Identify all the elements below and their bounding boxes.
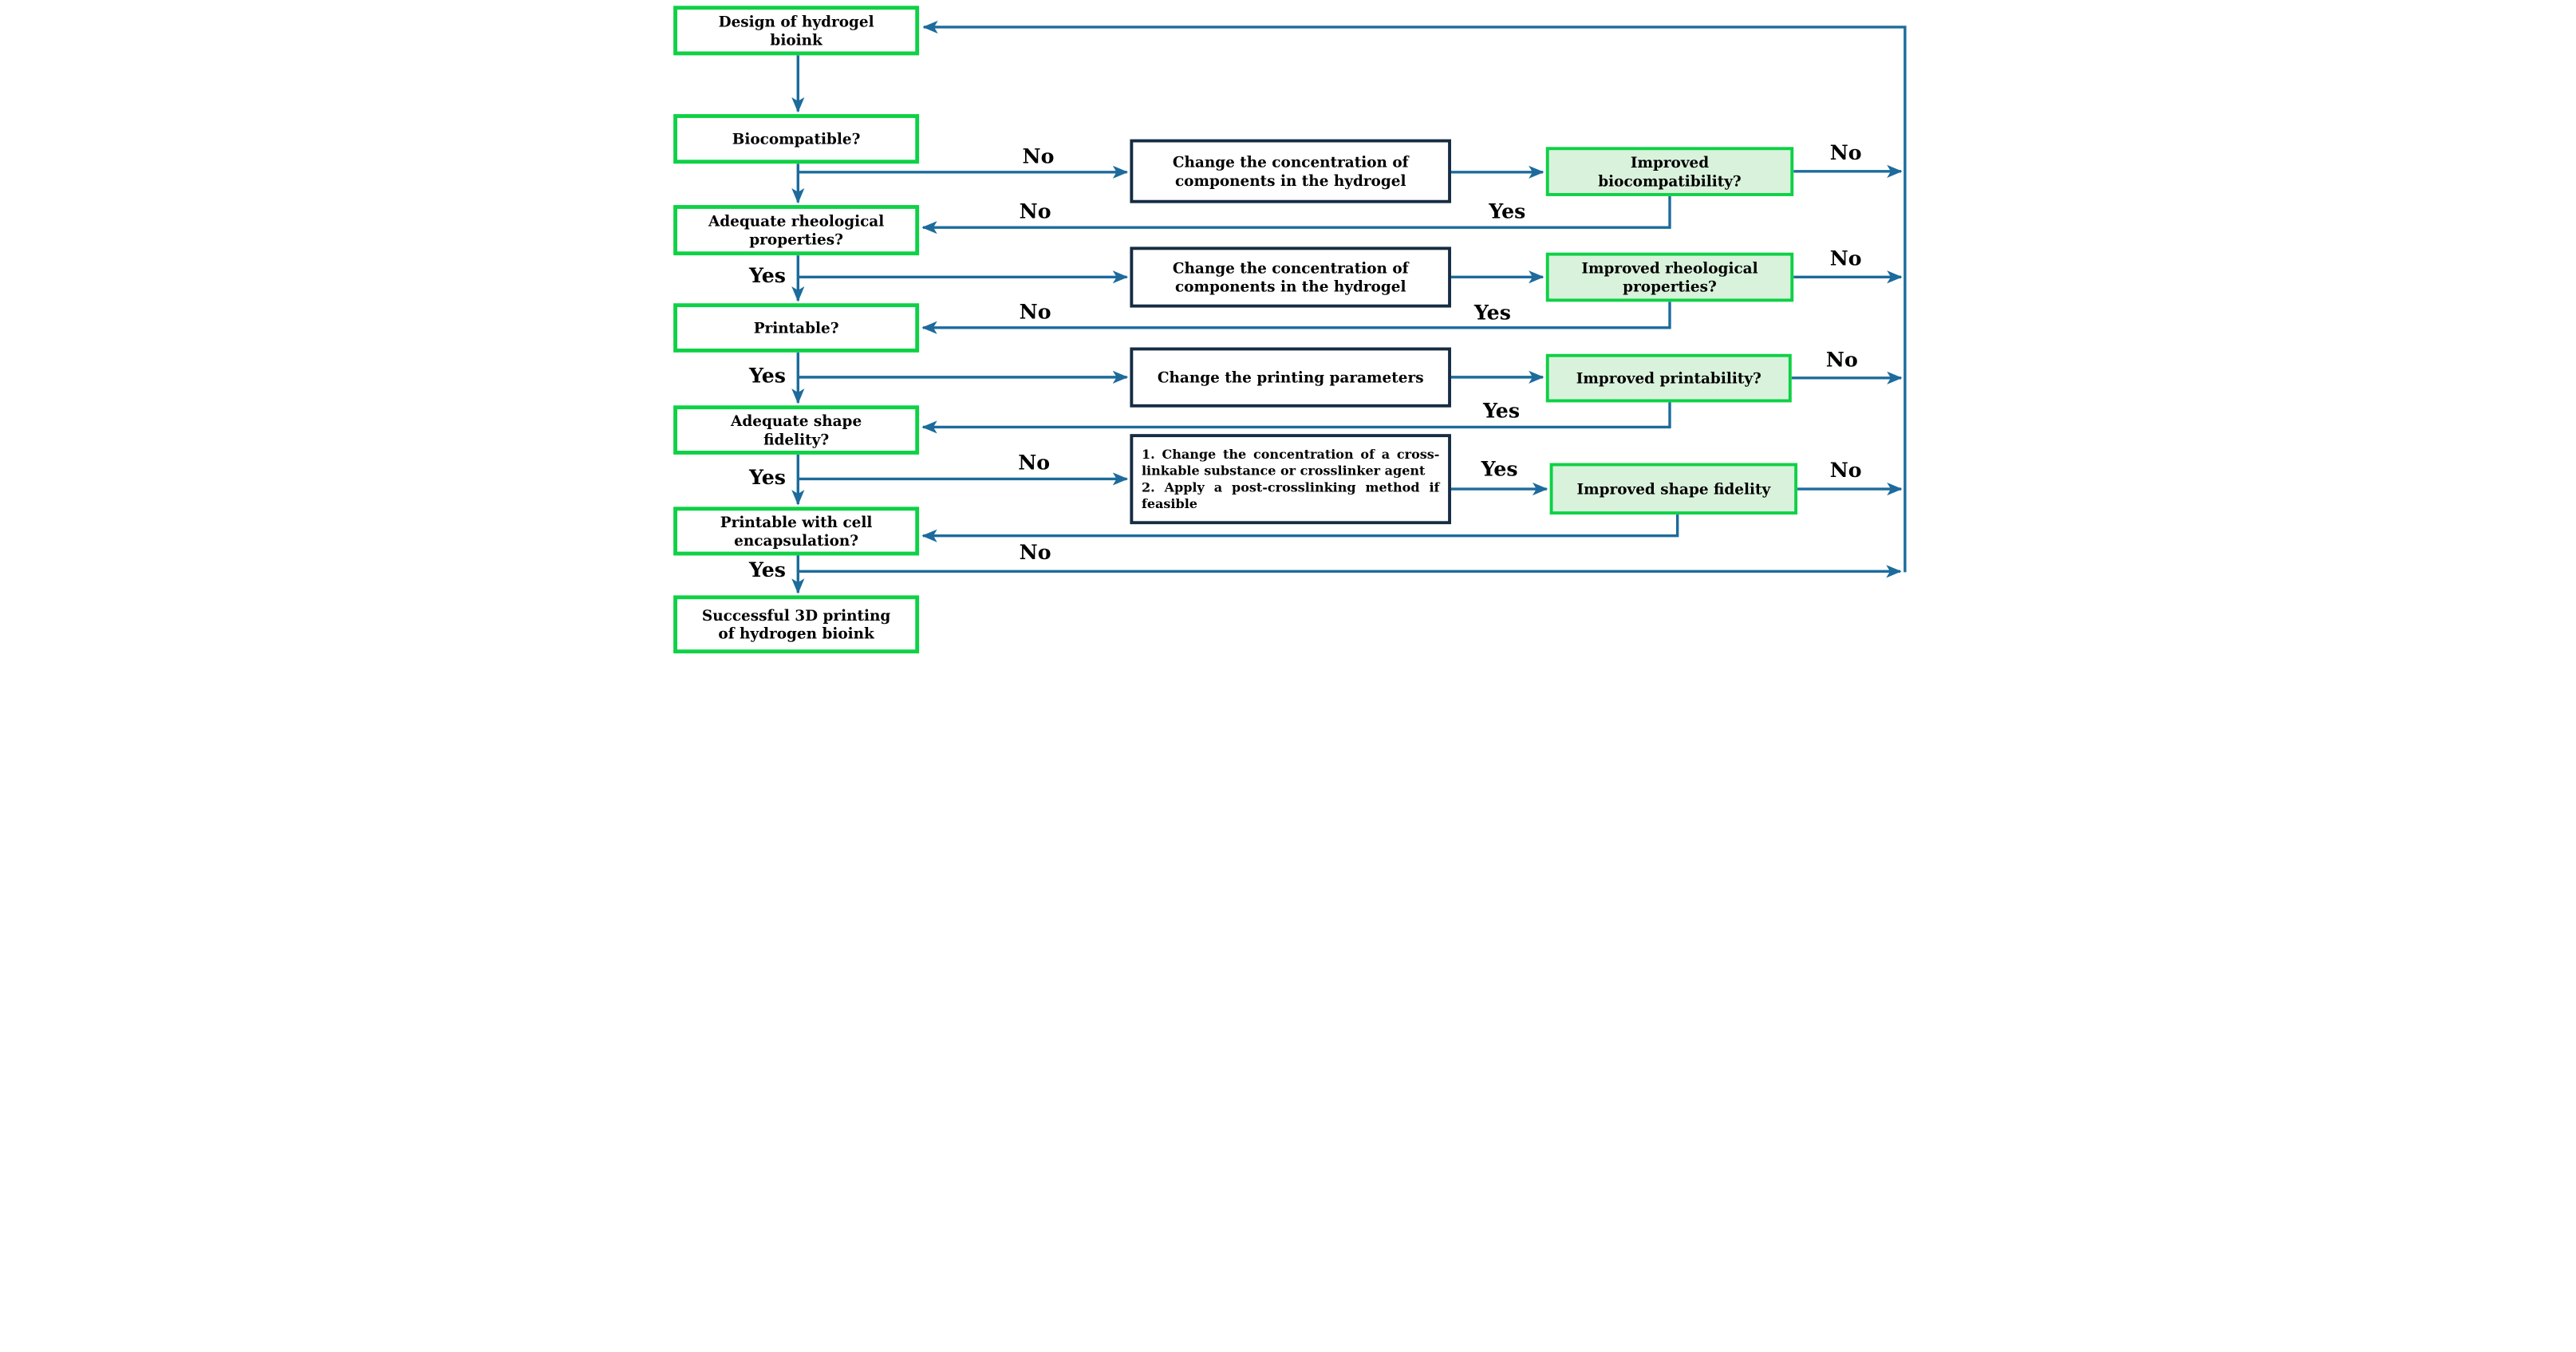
- node-change-concentration-2: Change the concentration of components i…: [1129, 246, 1451, 308]
- label-printable-yes: Yes: [748, 364, 786, 388]
- label-return-rheological-no: No: [1019, 199, 1051, 223]
- node-change-printing-parameters: Change the printing parameters: [1129, 347, 1451, 408]
- label-improved-printability-no: No: [1825, 348, 1858, 372]
- label-improved-shape-fidelity-no: No: [1829, 458, 1862, 483]
- node-biocompatible: Biocompatible?: [673, 114, 919, 164]
- node-improved-biocompatibility: Improved biocompatibility?: [1545, 147, 1793, 196]
- edge-feedback-loop-to-start: [921, 20, 1907, 573]
- label-improved-biocompatibility-yes: Yes: [1488, 199, 1525, 223]
- flowchart-stage: Design of hydrogel bioink Biocompatible?…: [664, 0, 1913, 656]
- flowchart-connectors: [791, 20, 1907, 594]
- node-crosslinking-actions: 1. Change the concentration of a cross-l…: [1129, 434, 1451, 525]
- node-printable: Printable?: [673, 303, 919, 353]
- crosslinking-action-item-1: 1. Change the concentration of a cross-l…: [1141, 447, 1439, 479]
- label-biocompatible-no: No: [1022, 144, 1054, 168]
- label-improved-printability-yes: Yes: [1482, 399, 1520, 423]
- label-crosslinking-yes: Yes: [1481, 457, 1518, 481]
- label-improved-rheological-yes: Yes: [1473, 301, 1511, 325]
- node-improved-shape-fidelity: Improved shape fidelity: [1549, 463, 1797, 515]
- label-cell-encapsulation-yes: Yes: [748, 558, 786, 582]
- label-improved-biocompatibility-no: No: [1829, 140, 1862, 165]
- flowchart-figure: Design of hydrogel bioink Biocompatible?…: [664, 0, 1913, 656]
- label-shape-fidelity-no: No: [1017, 451, 1050, 475]
- crosslinking-action-item-2: 2. Apply a post-crosslinking method if f…: [1141, 479, 1439, 511]
- node-successful-3d-printing: Successful 3D printing of hydrogen bioin…: [673, 595, 919, 654]
- node-improved-rheological-properties: Improved rheological properties?: [1545, 252, 1793, 302]
- node-printable-with-cell-encapsulation: Printable with cell encapsulation?: [673, 507, 919, 556]
- label-rheological-yes: Yes: [748, 263, 786, 288]
- node-adequate-rheological-properties: Adequate rheological properties?: [673, 205, 919, 256]
- node-improved-printability: Improved printability?: [1545, 353, 1792, 403]
- label-return-printable-no: No: [1019, 300, 1051, 324]
- label-shape-fidelity-yes: Yes: [748, 465, 786, 490]
- edge-improved-rheological-yes-return: [921, 302, 1671, 334]
- label-improved-rheological-no: No: [1829, 246, 1862, 270]
- node-adequate-shape-fidelity: Adequate shape fidelity?: [673, 405, 919, 455]
- label-cell-encapsulation-no: No: [1019, 540, 1051, 565]
- edge-improved-biocompatibility-yes-return: [921, 195, 1671, 235]
- node-design-of-hydrogel-bioink: Design of hydrogel bioink: [673, 6, 919, 56]
- edge-improved-printability-yes-return: [921, 402, 1671, 434]
- edge-improved-shape-fidelity-return: [921, 514, 1679, 542]
- node-change-concentration-1: Change the concentration of components i…: [1129, 139, 1451, 203]
